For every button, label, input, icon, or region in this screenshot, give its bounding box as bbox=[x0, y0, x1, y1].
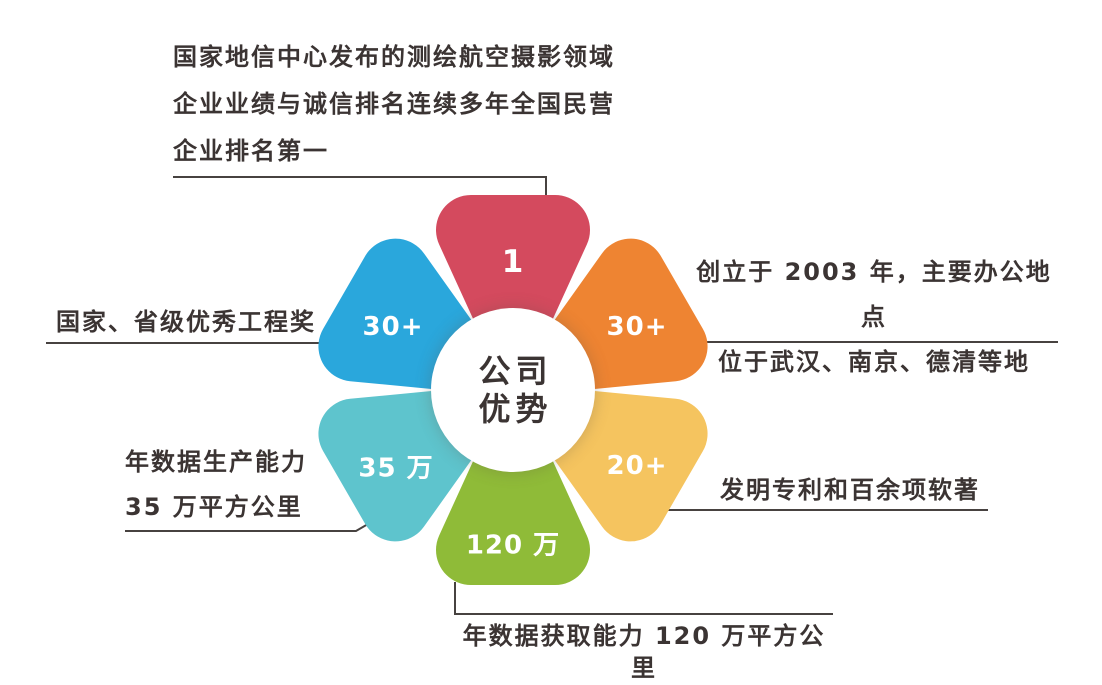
annotation-top-right-line2: 位于武汉、南京、德清等地 bbox=[718, 348, 1030, 376]
annotation-top-left: 国家、省级优秀工程奖 bbox=[56, 308, 316, 336]
annotation-top-right-line1: 创立于 2003 年，主要办公地点 bbox=[696, 258, 1052, 331]
petal-top bbox=[436, 195, 590, 357]
annotation-bottom-left: 年数据生产能力 35 万平方公里 bbox=[125, 440, 365, 530]
annotation-top-line2: 企业业绩与诚信排名连续多年全国民营 bbox=[173, 90, 615, 118]
annotation-bottom: 年数据获取能力 120 万平方公里 bbox=[462, 622, 826, 682]
connector-line-bottom bbox=[454, 582, 833, 615]
annotation-bottom-left-line2: 35 万平方公里 bbox=[125, 493, 303, 521]
annotation-top-line3: 企业排名第一 bbox=[173, 137, 329, 165]
petal-value-top: 1 bbox=[501, 244, 525, 280]
annotation-bottom-right: 发明专利和百余项软著 bbox=[720, 476, 980, 504]
petal-value-bottom-left: 35 万 bbox=[358, 453, 434, 484]
center-circle: 公司 优势 bbox=[431, 308, 595, 472]
annotation-top-right: 创立于 2003 年，主要办公地点 位于武汉、南京、德清等地 bbox=[688, 250, 1060, 385]
center-title-line2: 优势 bbox=[478, 390, 553, 428]
petal-bottom-left bbox=[318, 389, 490, 542]
petal-value-top-right: 30+ bbox=[606, 312, 668, 342]
petal-top-left bbox=[318, 238, 490, 391]
flower-petals bbox=[318, 195, 708, 585]
petal-bottom bbox=[436, 423, 590, 585]
annotation-top-line1: 国家地信中心发布的测绘航空摄影领域 bbox=[173, 43, 615, 71]
petal-value-bottom-right: 20+ bbox=[606, 451, 668, 481]
petal-value-bottom: 120 万 bbox=[465, 530, 561, 561]
petal-top-right bbox=[536, 238, 708, 391]
petal-value-top-left: 30+ bbox=[362, 312, 424, 342]
annotation-bottom-left-line1: 年数据生产能力 bbox=[125, 448, 307, 476]
annotation-top: 国家地信中心发布的测绘航空摄影领域 企业业绩与诚信排名连续多年全国民营 企业排名… bbox=[173, 34, 615, 175]
center-title-line1: 公司 bbox=[478, 352, 553, 390]
petal-bottom-right bbox=[536, 389, 708, 542]
